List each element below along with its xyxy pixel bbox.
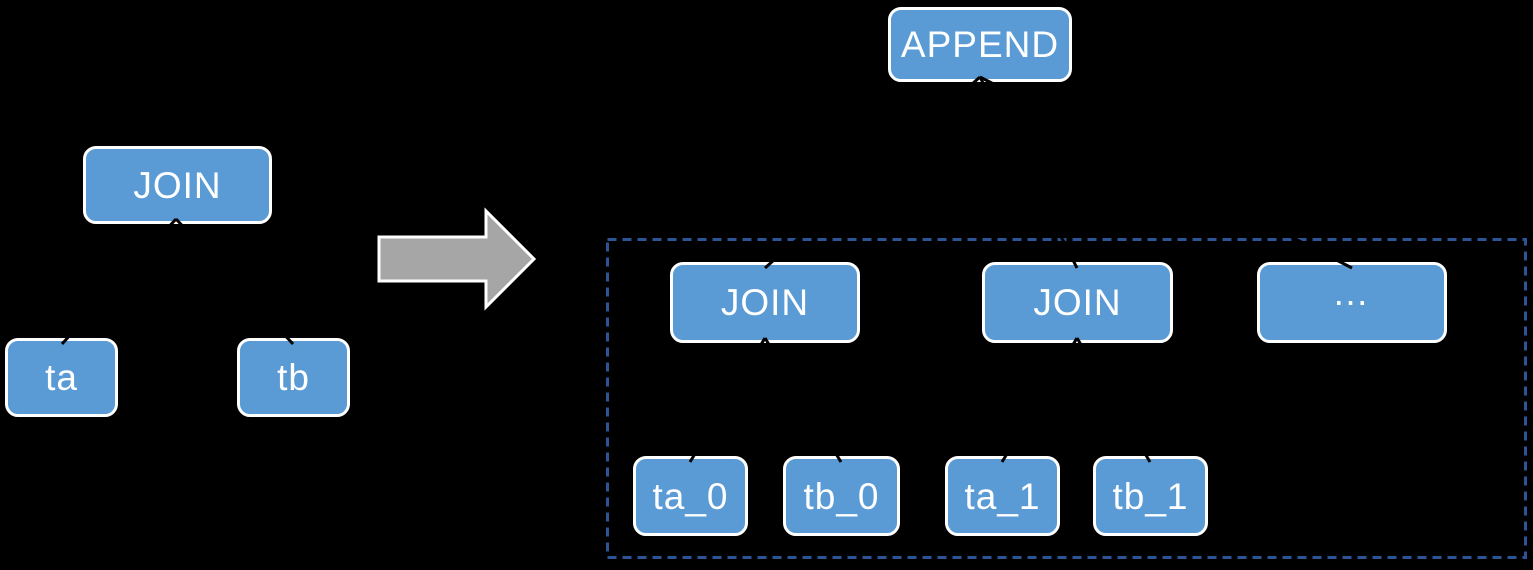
node-ta-1: ta_1 (945, 456, 1060, 536)
node-join-1: JOIN (982, 262, 1173, 343)
node-ta-0: ta_0 (633, 456, 748, 536)
node-join-left: JOIN (83, 146, 272, 224)
node-ta-0-label: ta_0 (652, 475, 729, 517)
node-join-1-label: JOIN (1033, 282, 1122, 323)
node-more: … (1257, 262, 1447, 343)
connector-join-left-tb (174, 217, 295, 346)
connector-join-1-tb-1 (1075, 337, 1152, 463)
node-join-0: JOIN (670, 262, 860, 343)
connector-append-join-1 (978, 76, 1079, 269)
node-tb-label: tb (277, 357, 310, 398)
transform-right-arrow-icon (377, 207, 537, 311)
node-tb-0: tb_0 (783, 456, 900, 536)
node-more-label: … (1332, 272, 1372, 313)
node-join-left-label: JOIN (133, 164, 222, 206)
node-tb-1: tb_1 (1093, 456, 1208, 536)
connector-join-0-tb-0 (763, 337, 843, 463)
node-append: APPEND (888, 7, 1072, 82)
node-ta-1-label: ta_1 (964, 475, 1041, 517)
node-join-0-label: JOIN (720, 282, 810, 323)
connector-append-more (979, 75, 1353, 270)
connector-join-1-ta-1 (1000, 337, 1079, 463)
connector-join-left-ta (60, 217, 178, 346)
connector-join-0-ta-0 (688, 337, 767, 463)
node-append-label: APPEND (900, 24, 1060, 65)
connector-append-join-0 (764, 75, 981, 270)
node-tb-1-label: tb_1 (1112, 475, 1189, 517)
node-ta: ta (5, 338, 118, 417)
node-tb-0-label: tb_0 (803, 475, 880, 517)
node-tb: tb (237, 338, 350, 417)
node-ta-label: ta (45, 357, 78, 398)
